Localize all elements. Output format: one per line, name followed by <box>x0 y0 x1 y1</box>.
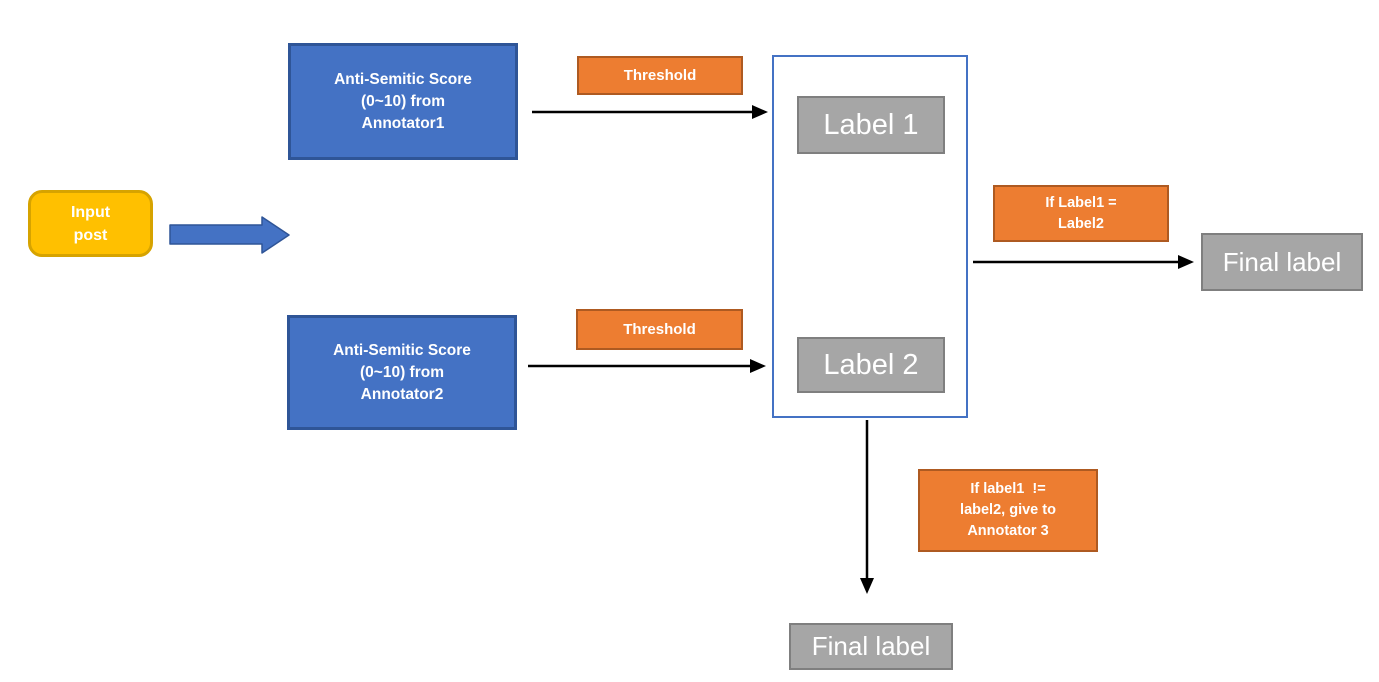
arrow-labels-to-final-right <box>973 255 1194 269</box>
score-annotator2-node: Anti-Semitic Score (0~10) from Annotator… <box>287 315 517 430</box>
final-label-right-text: Final label <box>1222 246 1342 277</box>
label-1-text: Label 1 <box>823 108 919 141</box>
input-post-label-line1: Input <box>70 203 111 221</box>
threshold-top-label: Threshold <box>623 67 697 84</box>
arrow-score2-to-label2 <box>528 359 766 373</box>
condition-equal-line1: If Label1 = <box>1045 194 1117 211</box>
score-annotator1-line2: (0~10) from <box>361 92 445 110</box>
threshold-bottom-label: Threshold <box>623 321 696 338</box>
score-annotator1-line3: Annotator1 <box>361 114 445 132</box>
score-annotator2-line1: Anti-Semitic Score <box>333 341 471 359</box>
arrow-labels-to-final-bottom <box>860 420 874 594</box>
final-label-bottom-node: Final label <box>789 623 953 670</box>
condition-not-equal-line1: If label1 != <box>970 481 1046 497</box>
labels-container <box>772 55 968 418</box>
score-annotator2-line2: (0~10) from <box>360 363 444 381</box>
score-annotator1-line1: Anti-Semitic Score <box>334 70 472 88</box>
condition-equal-line2: Label2 <box>1058 215 1104 232</box>
final-label-right-node: Final label <box>1201 233 1363 291</box>
final-label-bottom-text: Final label <box>811 631 931 661</box>
condition-not-equal-line2: label2, give to <box>960 502 1056 518</box>
condition-not-equal-line3: Annotator 3 <box>967 523 1049 539</box>
input-flow-arrow <box>169 216 290 254</box>
condition-not-equal-node: If label1 != label2, give to Annotator 3 <box>918 469 1098 552</box>
condition-equal-node: If Label1 = Label2 <box>993 185 1169 242</box>
score-annotator1-node: Anti-Semitic Score (0~10) from Annotator… <box>288 43 518 160</box>
label-2-node: Label 2 <box>797 337 945 393</box>
label-1-node: Label 1 <box>797 96 945 154</box>
input-post-label-line2: post <box>73 226 108 244</box>
score-annotator2-line3: Annotator2 <box>360 385 444 403</box>
threshold-top-node: Threshold <box>577 56 743 95</box>
input-post-node: Input post <box>28 190 153 257</box>
arrow-score1-to-label1 <box>532 105 768 119</box>
threshold-bottom-node: Threshold <box>576 309 743 350</box>
label-2-text: Label 2 <box>823 348 919 381</box>
